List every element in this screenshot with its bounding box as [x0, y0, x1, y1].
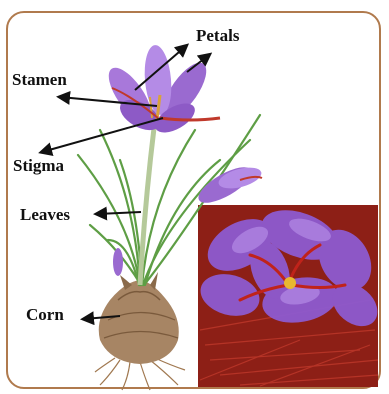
label-stigma: Stigma — [13, 156, 64, 176]
stigma-arrow — [42, 118, 163, 152]
flower-bud — [113, 248, 123, 276]
label-petals: Petals — [196, 26, 239, 46]
side-flower — [194, 160, 264, 209]
label-corn: Corn — [26, 305, 64, 325]
label-leaves: Leaves — [20, 205, 70, 225]
main-flower — [101, 44, 220, 139]
saffron-closeup-photo — [196, 201, 386, 387]
label-stamen: Stamen — [12, 70, 67, 90]
